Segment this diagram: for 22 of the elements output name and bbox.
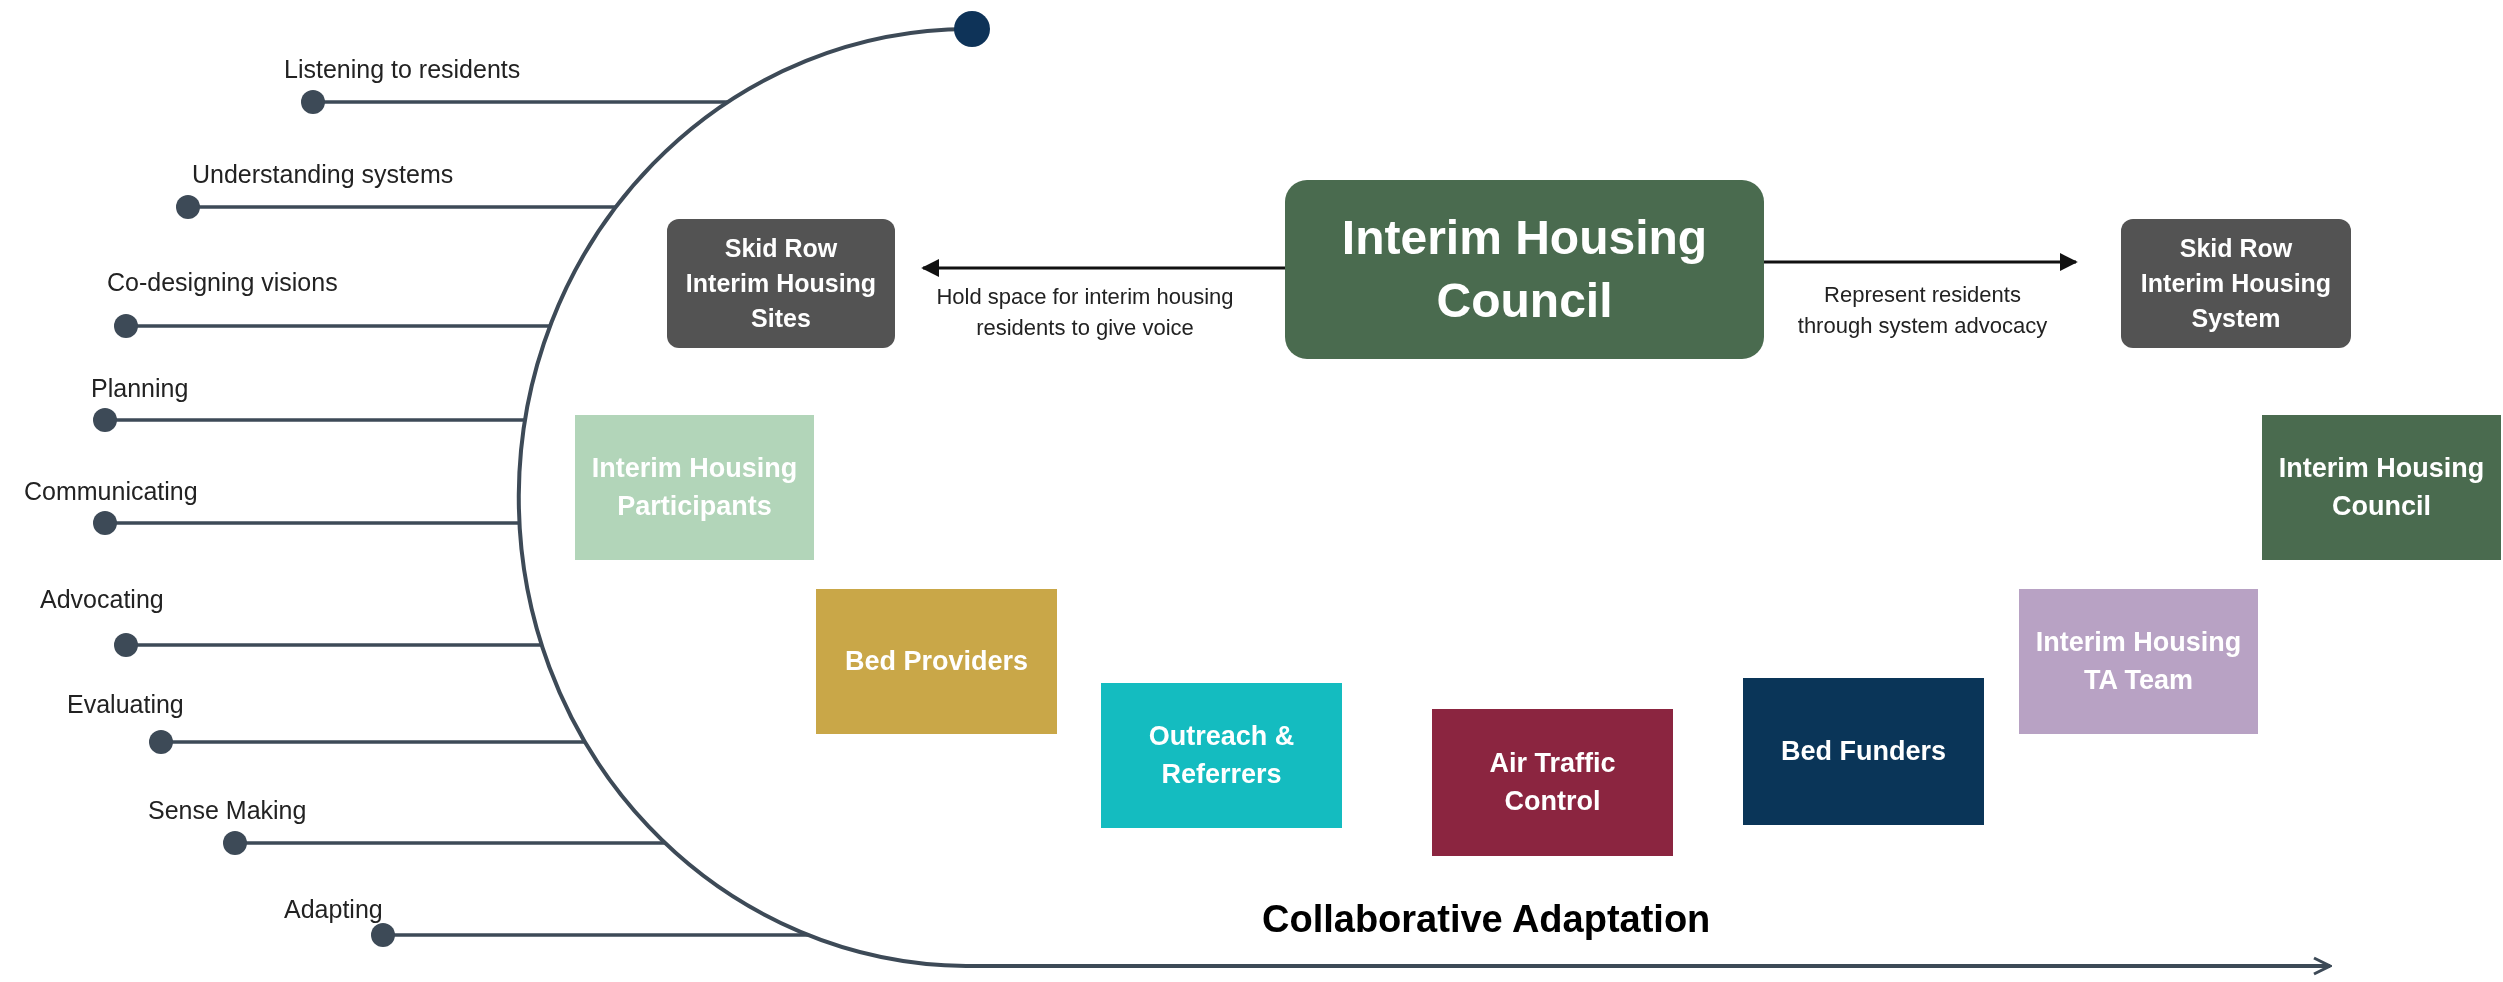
stakeholder-box: Outreach & Referrers	[1101, 683, 1342, 828]
rounded-box: Interim Housing Council	[1285, 180, 1764, 359]
stakeholder-box: Air Traffic Control	[1432, 709, 1673, 856]
stakeholder-box: Interim Housing TA Team	[2019, 589, 2258, 734]
rounded-box: Skid Row Interim Housing Sites	[667, 219, 895, 348]
arrow	[921, 259, 1285, 277]
step-label: Co-designing visions	[107, 268, 338, 297]
arrow	[1764, 253, 2078, 271]
step-label: Communicating	[24, 477, 198, 506]
axis-title: Collaborative Adaptation	[1262, 898, 1711, 941]
stakeholder-box: Interim Housing Council	[2262, 415, 2501, 560]
step-label: Adapting	[284, 895, 383, 924]
step-label: Sense Making	[148, 796, 307, 825]
step-label: Understanding systems	[192, 160, 454, 189]
step-label: Listening to residents	[284, 55, 521, 84]
stakeholder-box: Bed Providers	[816, 589, 1057, 734]
step-label: Advocating	[40, 585, 164, 614]
rounded-box: Skid Row Interim Housing System	[2121, 219, 2351, 348]
step-label: Planning	[91, 374, 189, 403]
stakeholder-box: Bed Funders	[1743, 678, 1984, 825]
step-label: Evaluating	[67, 690, 184, 719]
stakeholder-box: Interim Housing Participants	[575, 415, 814, 560]
